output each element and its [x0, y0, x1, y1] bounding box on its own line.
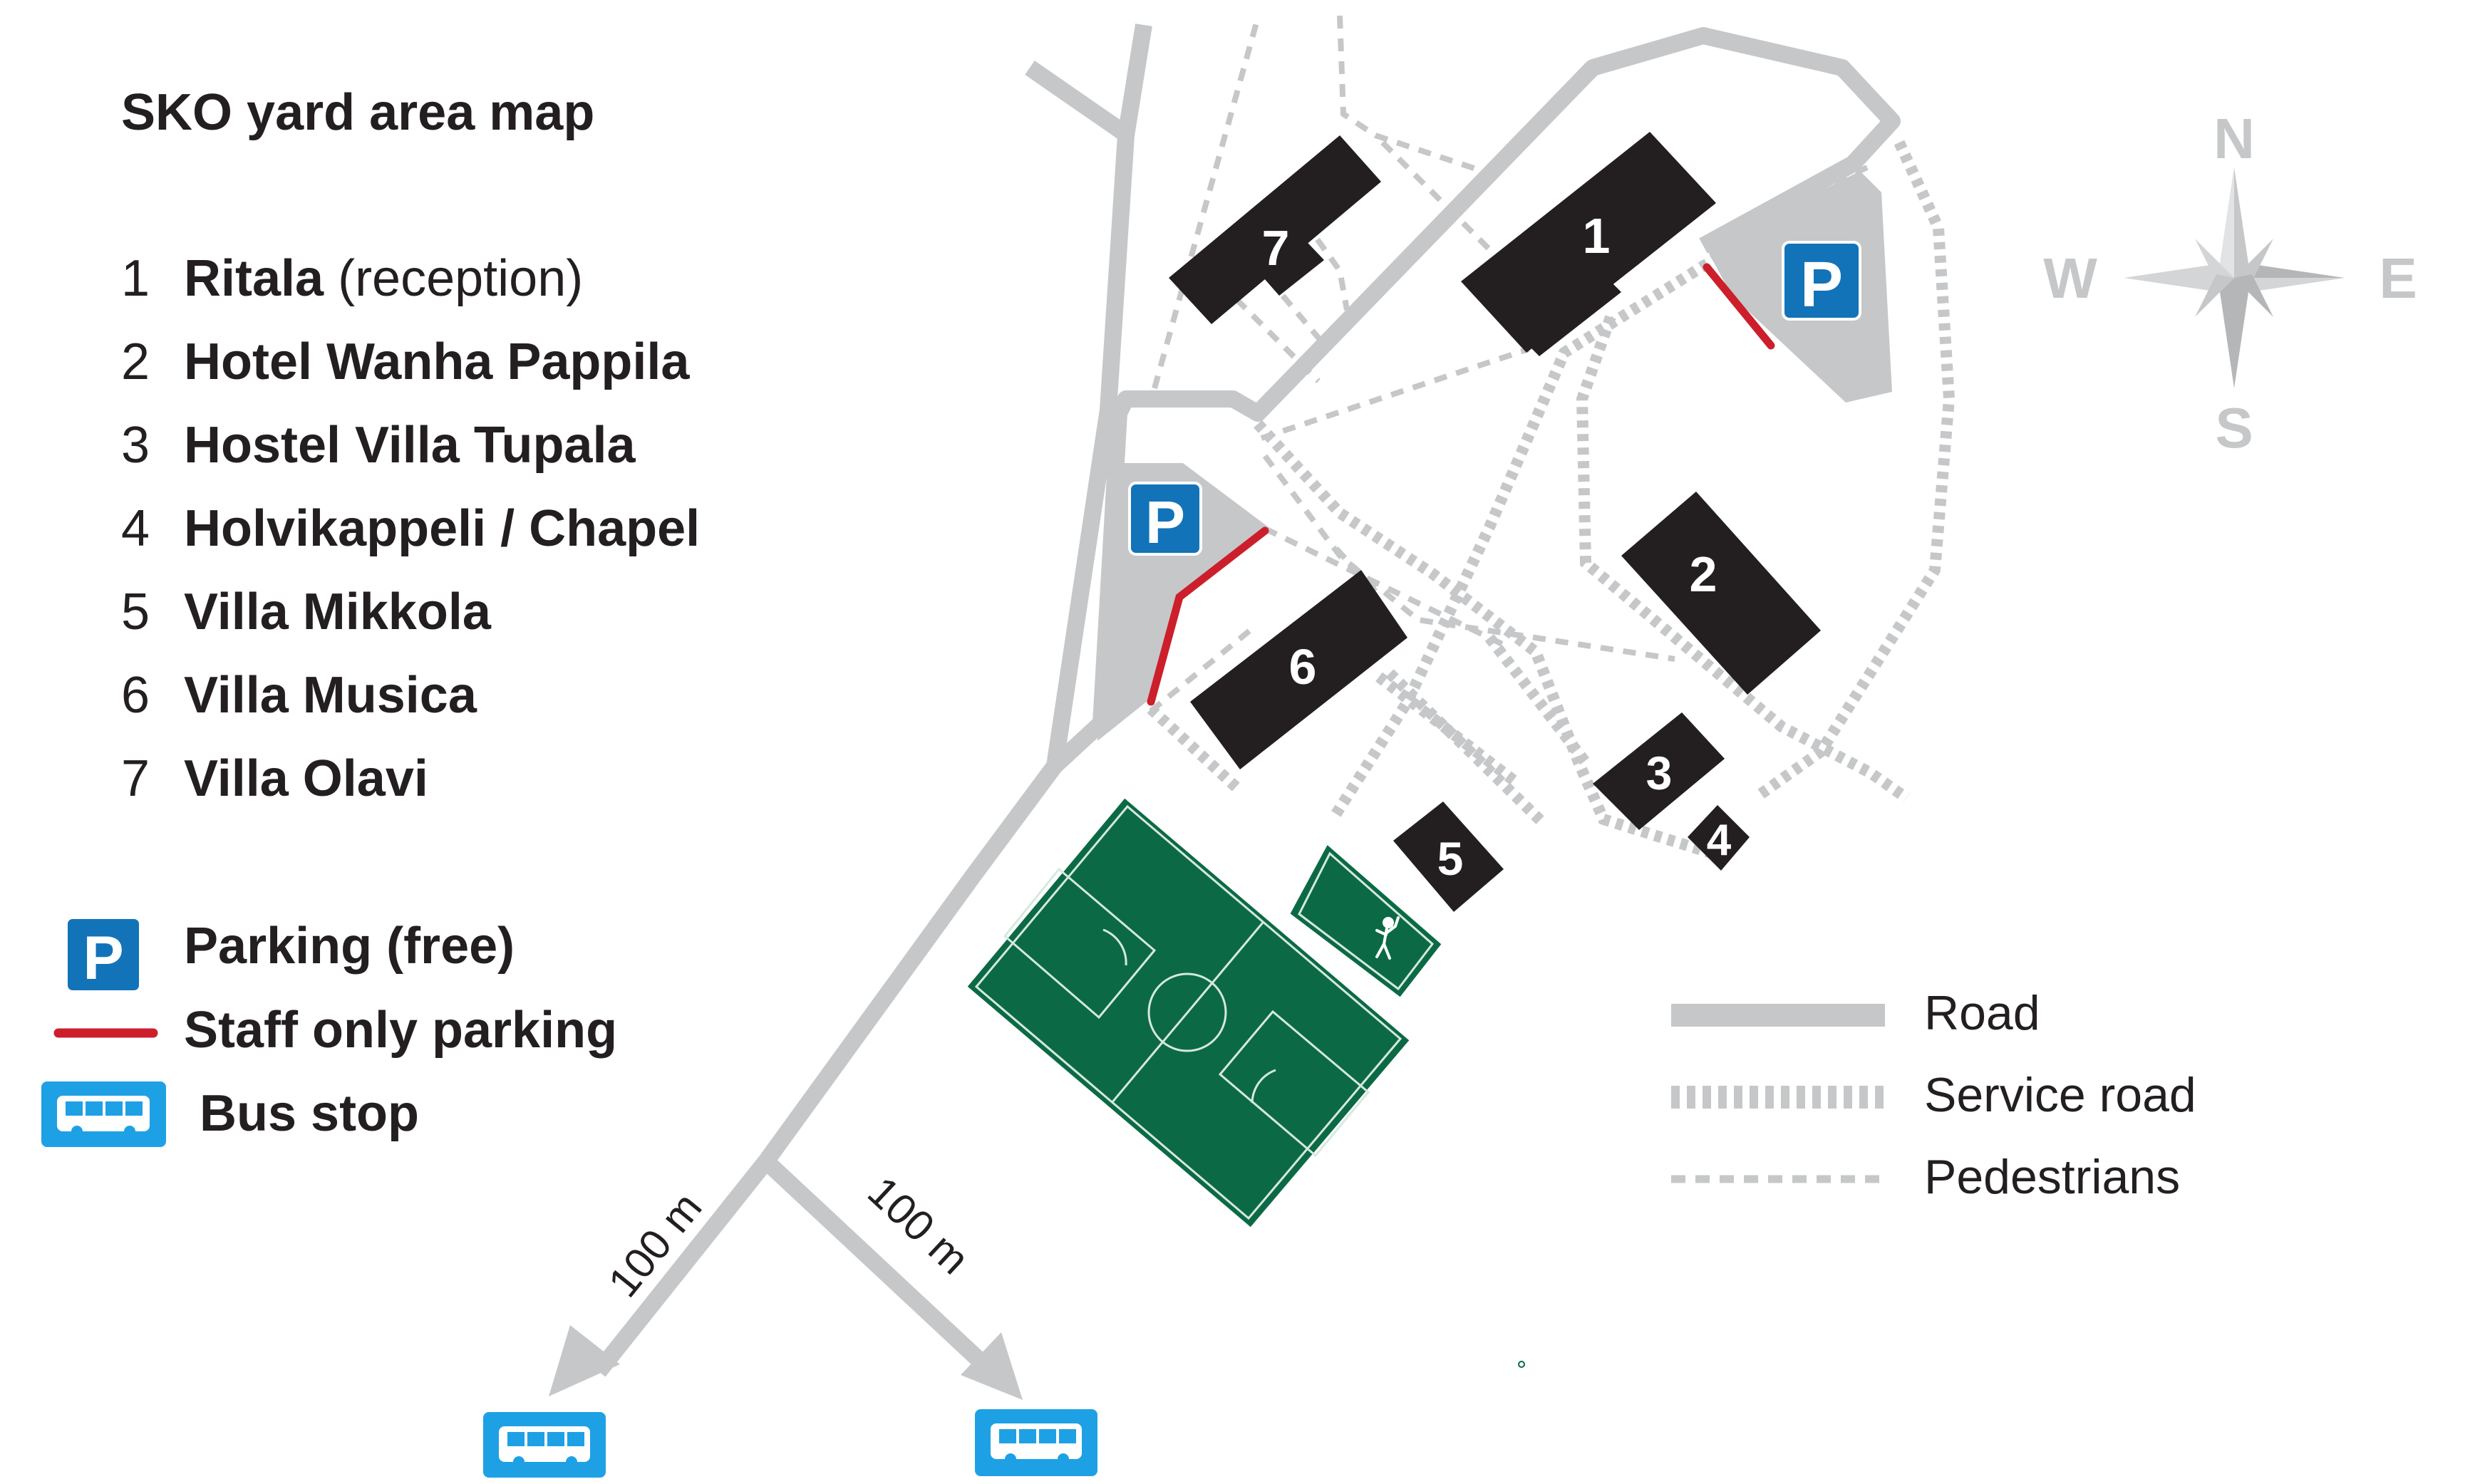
- main-roads: [591, 24, 1901, 1377]
- legend-staff-parking: Staff only parking: [53, 1002, 617, 1059]
- bus-stop-sign-left: [483, 1412, 606, 1478]
- building-list-number: 7: [121, 750, 150, 807]
- building-list-name: Villa Musica: [184, 667, 477, 724]
- legend-pedestrians: Pedestrians: [1671, 1150, 2180, 1204]
- building-list-name: Villa Mikkola: [184, 583, 492, 640]
- bus-stop-icon: [991, 1423, 1082, 1465]
- map-dot: [1518, 1361, 1525, 1368]
- football-field: [964, 794, 1413, 1231]
- parking-letter: P: [1145, 489, 1185, 556]
- road-south-east: [760, 1155, 986, 1367]
- building-list-item: 6 Villa Musica: [121, 667, 477, 724]
- legend-pedestrians-label: Pedestrians: [1924, 1150, 2180, 1204]
- compass-rose-icon: N S W E: [2043, 107, 2417, 460]
- building-number: 4: [1707, 816, 1732, 865]
- road-north: [1046, 24, 1152, 767]
- road-south-west: [591, 760, 1062, 1377]
- building-list-item: 5 Villa Mikkola: [121, 583, 492, 640]
- legend-parking: P Parking (free): [65, 916, 515, 993]
- building-6: 6: [1190, 570, 1407, 769]
- building-list-note: [324, 250, 338, 307]
- service-roads: [1147, 140, 1956, 861]
- compass-east: E: [2379, 247, 2417, 310]
- building-list-name: Hostel Villa Tupala: [184, 417, 636, 474]
- bus-stop-icon: [57, 1096, 150, 1137]
- building-list-item: 7 Villa Olavi: [121, 750, 428, 807]
- road-loop: [1048, 27, 1901, 772]
- building-number: 7: [1262, 220, 1290, 276]
- legend-road-label: Road: [1924, 986, 2040, 1040]
- legend-service-road: Service road: [1671, 1068, 2196, 1122]
- building-list-number: 1: [121, 250, 150, 307]
- bus-stop-sign-right: [975, 1409, 1097, 1476]
- legend-parking-label: Parking (free): [184, 918, 515, 975]
- legend-bus-stop: Bus stop: [41, 1081, 419, 1147]
- legend-bus-stop-label: Bus stop: [200, 1085, 419, 1142]
- building-list-number: 2: [121, 333, 150, 390]
- tennis-player-icon: [1375, 916, 1400, 960]
- building-number: 3: [1646, 747, 1673, 799]
- building-list-number: 6: [121, 667, 150, 724]
- parking-sign-icon: P: [65, 916, 142, 993]
- staff-parking-east: [1703, 263, 1775, 350]
- arrow-head-left: [549, 1325, 620, 1396]
- building-list: 1 Ritala (reception) 2 Hotel Wanha Pappi…: [121, 250, 700, 807]
- building-7: 7: [1169, 135, 1381, 324]
- compass-south: S: [2215, 396, 2253, 460]
- parking-letter: P: [1800, 249, 1843, 321]
- staff-parking-lines: [1147, 263, 1775, 706]
- building-list-name: Hotel Wanha Pappila: [184, 333, 690, 390]
- building-number: 6: [1289, 639, 1317, 695]
- building-2: 2: [1621, 492, 1821, 695]
- building-list-name: Ritala: [184, 250, 324, 307]
- distance-arrows: 100 m 100 m: [549, 1168, 1023, 1400]
- building-number: 5: [1437, 832, 1464, 885]
- parking-sign-west: P: [1128, 482, 1202, 556]
- compass-west: W: [2043, 247, 2097, 310]
- arrow-head-right: [961, 1332, 1023, 1400]
- building-list-number: 5: [121, 583, 150, 640]
- building-1: 1: [1461, 132, 1716, 356]
- parking-letter: P: [83, 924, 123, 992]
- building-list-number: 4: [121, 500, 150, 557]
- building-list-name: Holvikappeli / Chapel: [184, 500, 700, 557]
- building-list-name: Villa Olavi: [184, 750, 428, 807]
- map-title: SKO yard area map: [121, 84, 594, 141]
- bus-stop-icon: [499, 1426, 590, 1468]
- building-5: 5: [1393, 801, 1504, 912]
- road-north-west-branch: [1025, 61, 1127, 139]
- staff-parking-west: [1147, 526, 1269, 706]
- building-list-item: 4 Holvikappeli / Chapel: [121, 500, 700, 557]
- building-list-item: 1 Ritala (reception): [121, 250, 583, 307]
- building-number: 2: [1690, 546, 1717, 602]
- legend-service-road-label: Service road: [1924, 1068, 2196, 1122]
- building-4: 4: [1688, 805, 1750, 871]
- legend-road: Road: [1671, 986, 2040, 1040]
- building-list-item: 2 Hotel Wanha Pappila: [121, 333, 690, 390]
- legend-staff-parking-label: Staff only parking: [184, 1002, 617, 1059]
- building-list-number: 3: [121, 417, 150, 474]
- parking-sign-east: P: [1782, 241, 1861, 321]
- compass-north: N: [2213, 107, 2255, 170]
- tennis-court: [1286, 840, 1445, 1001]
- buildings: 1 7 6 2 3 4 5: [1169, 132, 1821, 912]
- building-3: 3: [1593, 712, 1725, 830]
- building-number: 1: [1583, 208, 1611, 264]
- building-list-note: (reception): [338, 250, 583, 307]
- building-list-item: 3 Hostel Villa Tupala: [121, 417, 636, 474]
- svg-text:Ritala (reception): Ritala (reception): [184, 250, 583, 307]
